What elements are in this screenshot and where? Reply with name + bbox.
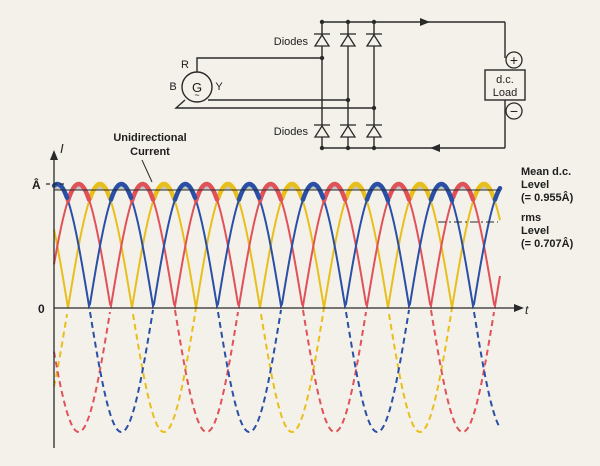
negative-terminal-icon [505, 102, 523, 120]
phase-yellow-negative-half-wave [53, 307, 453, 434]
diode-bottom-1 [313, 124, 331, 138]
generator-tilde-icon: ~ [194, 90, 199, 100]
y-axis-arrow-icon [50, 150, 58, 160]
phase-b-wire [174, 99, 374, 109]
plus-symbol: + [510, 52, 518, 68]
peak-label: Â [32, 177, 41, 192]
phase-b-label: B [169, 81, 176, 93]
rms-label-line1: rms [521, 212, 541, 224]
junction-dot [345, 97, 351, 103]
generator-circle [181, 71, 213, 103]
minus-symbol: − [510, 103, 518, 119]
mean-label-line1: Mean d.c. [521, 166, 571, 178]
waveforms [51, 181, 503, 434]
phase-red-negative-half-wave [53, 309, 495, 434]
phase-yellow-envelope [87, 181, 497, 201]
mean-label-line3: (= 0.955Â) [521, 191, 574, 204]
phase-red-envelope [65, 181, 476, 203]
x-axis-arrow-icon [514, 304, 524, 312]
phase-r-label: R [181, 59, 189, 71]
bottom-rail-arrow-icon [430, 144, 440, 152]
diodes-top-label: Diodes [274, 36, 309, 48]
phase-blue-negative-half-wave [89, 309, 501, 434]
junction-dot [319, 55, 325, 61]
top-rail-arrow-icon [420, 18, 430, 26]
axis-arrows [50, 150, 524, 312]
zero-label: 0 [38, 302, 45, 316]
load-label-line1: d.c. [496, 74, 514, 86]
dc-load-box [484, 69, 526, 101]
unidirectional-label-line1: Unidirectional [113, 132, 186, 144]
diode-top-3 [365, 33, 383, 47]
unidirectional-leader [141, 159, 153, 183]
junction-dot [371, 145, 377, 151]
junction-dot [319, 145, 325, 151]
junction-dots [319, 19, 377, 151]
junction-dot [371, 19, 377, 25]
y-axis-label: I [60, 141, 64, 156]
generator-symbol: G [192, 80, 202, 95]
rms-label-line3: (= 0.707Â) [521, 237, 574, 250]
mean-label-line2: Level [521, 179, 549, 191]
positive-terminal-icon [505, 51, 523, 69]
phase-y-label: Y [215, 81, 223, 93]
x-axis-label: t [525, 303, 529, 317]
circuit [174, 21, 506, 149]
junction-dot [345, 19, 351, 25]
diode-bottom-3 [365, 124, 383, 138]
junction-dot [345, 145, 351, 151]
rms-label-line2: Level [521, 225, 549, 237]
diodes [313, 33, 383, 138]
phase-r-wire [196, 57, 322, 72]
current-arrows [420, 18, 440, 152]
load-label-line2: Load [493, 87, 517, 99]
unidirectional-label-line2: Current [130, 146, 170, 158]
diode-top-1 [313, 33, 331, 47]
diode-bottom-2 [339, 124, 357, 138]
diode-top-2 [339, 33, 357, 47]
junction-dot [319, 19, 325, 25]
graph-axes [46, 156, 518, 448]
diodes-bottom-label: Diodes [274, 126, 309, 138]
junction-dot [371, 105, 377, 111]
phase-blue-envelope [51, 181, 503, 203]
